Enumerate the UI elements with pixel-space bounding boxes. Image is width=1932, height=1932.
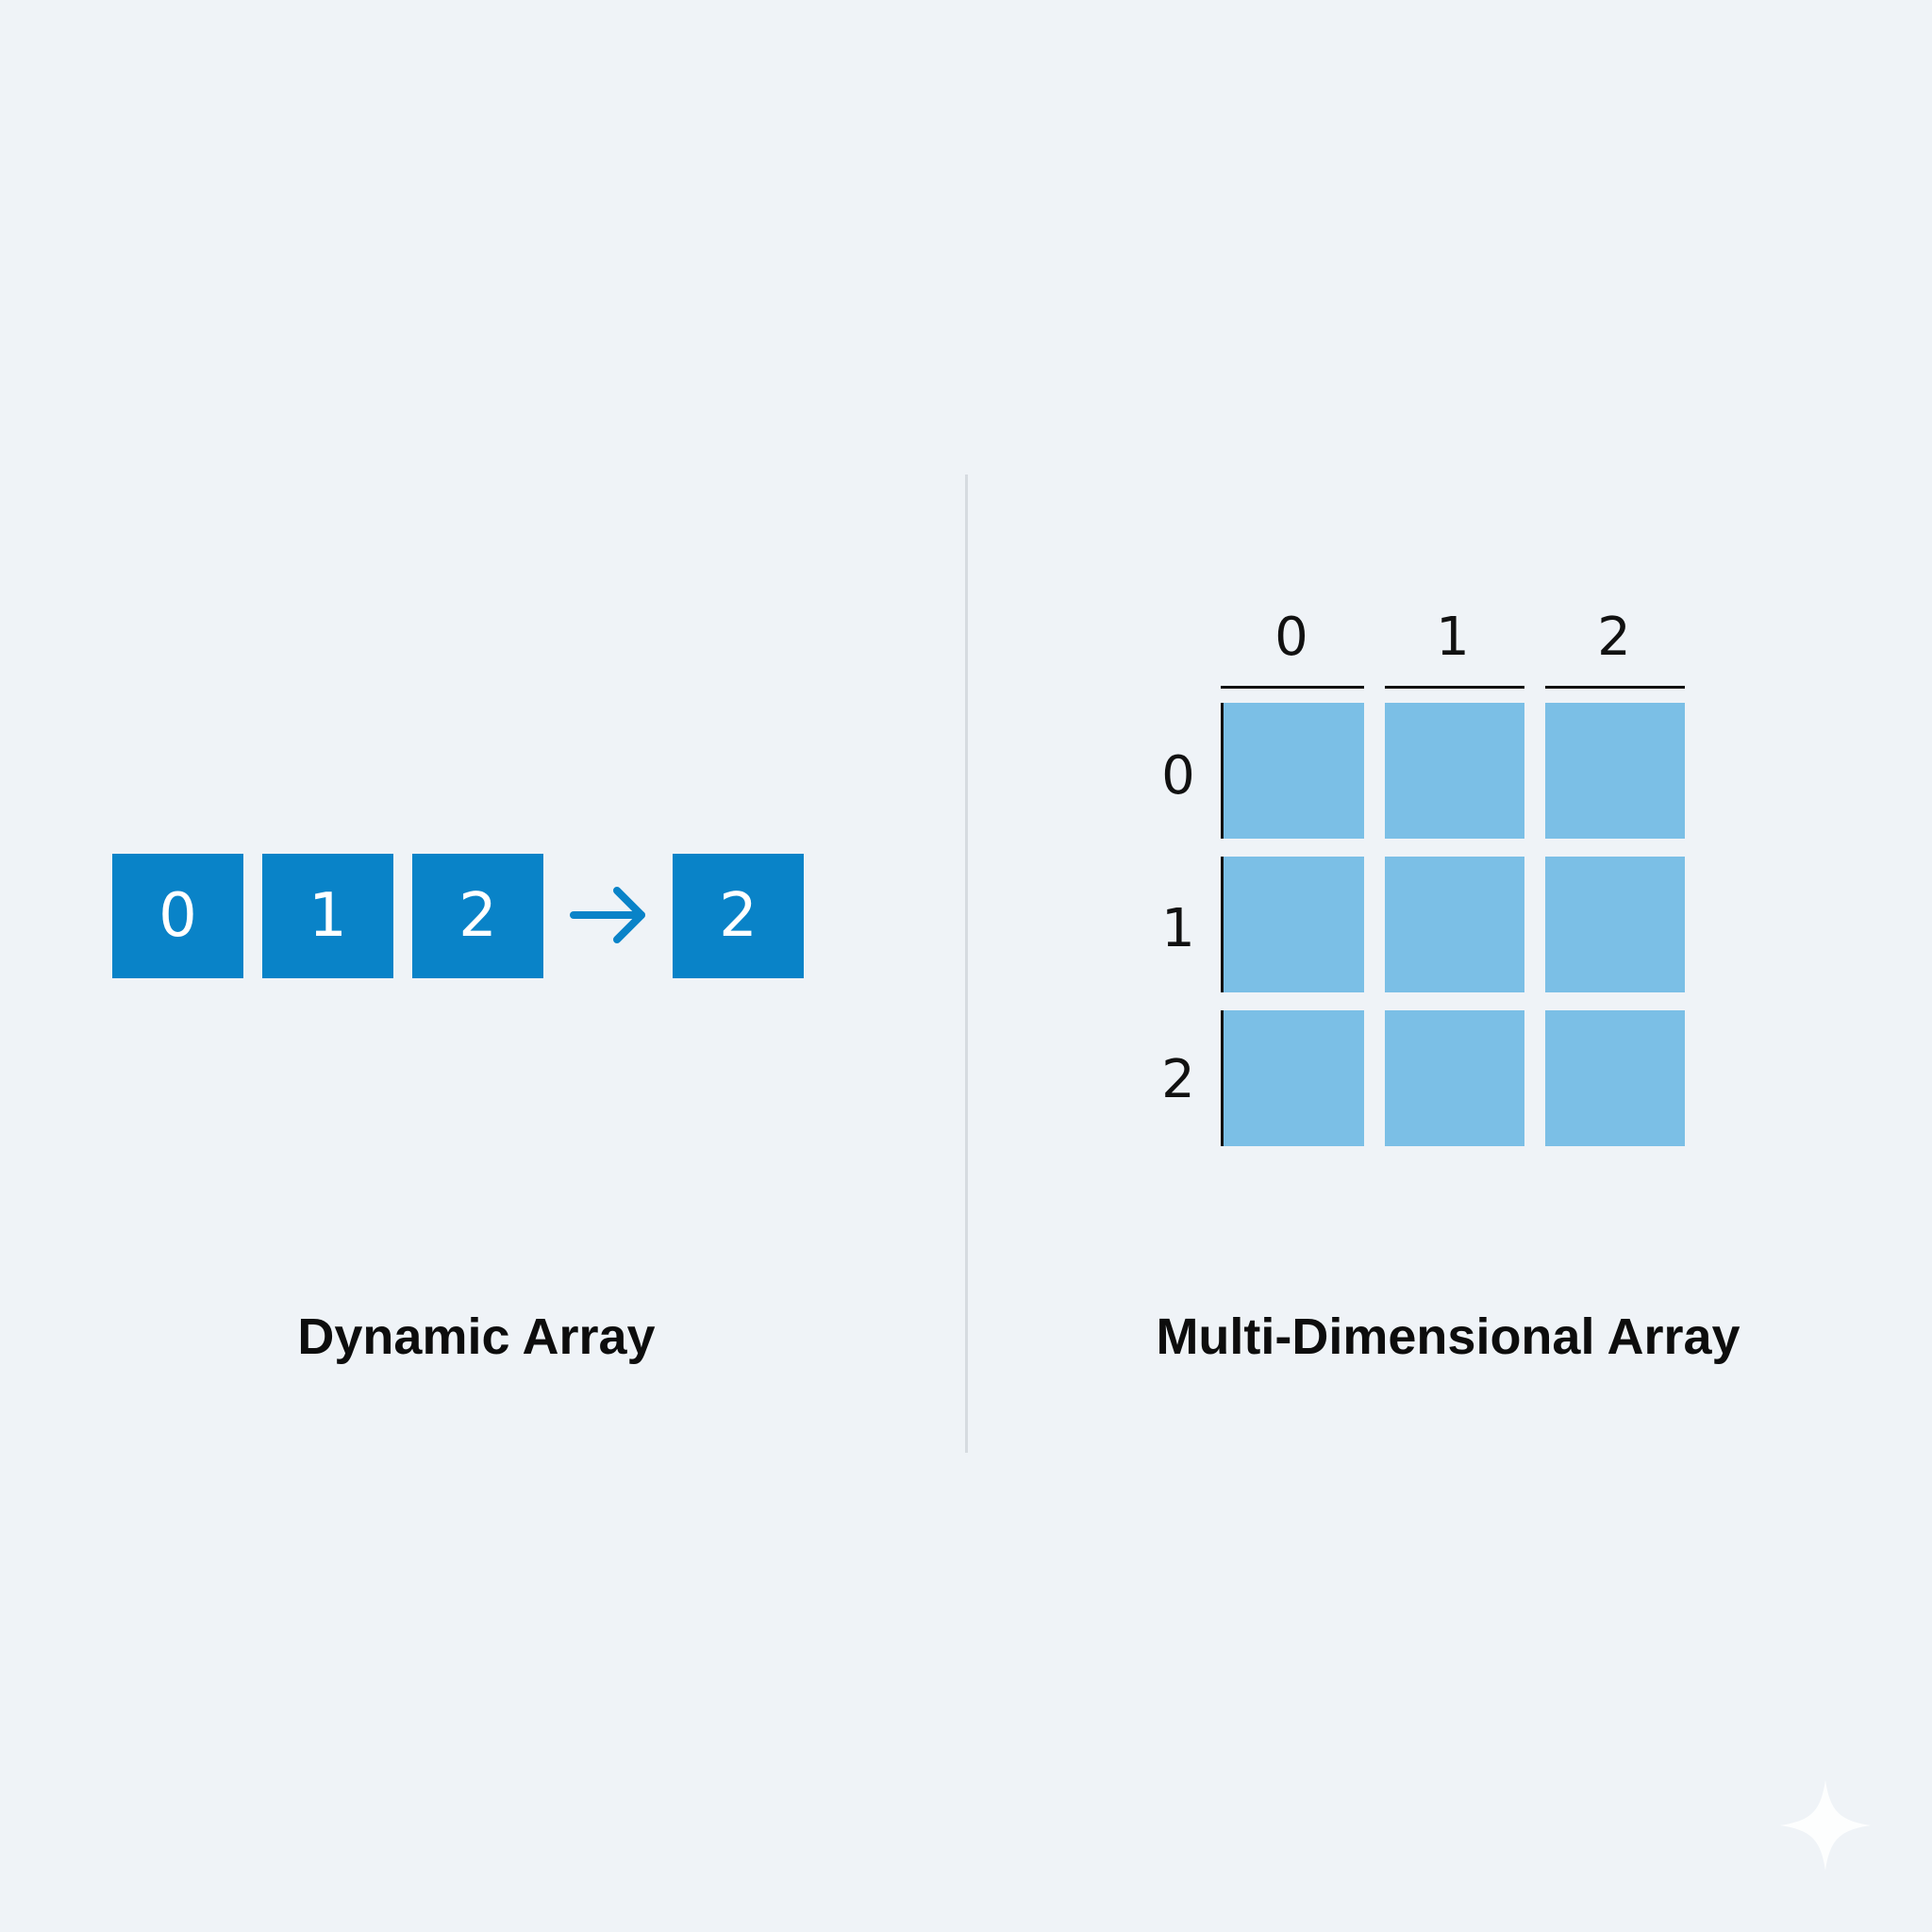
array-cell-2: 2 [412, 854, 543, 978]
array-cell-1: 1 [262, 854, 393, 978]
grid-cell-0-2 [1545, 703, 1685, 839]
row-rule [1221, 1010, 1224, 1146]
array-cell-0: 0 [112, 854, 243, 978]
arrow-right-icon [570, 887, 645, 943]
grid-cell-1-2 [1545, 857, 1685, 992]
grid-cell-1-0 [1224, 857, 1364, 992]
multi-dimensional-array-caption: Multi-Dimensional Array [1156, 1308, 1740, 1365]
row-index-2: 2 [1161, 1049, 1195, 1110]
column-rule [1545, 686, 1685, 689]
column-index-2: 2 [1597, 607, 1631, 668]
grid-cell-2-1 [1385, 1010, 1524, 1146]
row-rule [1221, 857, 1224, 992]
grid-cell-0-1 [1385, 703, 1524, 839]
row-rule [1221, 703, 1224, 839]
dynamic-array-caption: Dynamic Array [297, 1308, 656, 1365]
grid-cell-2-2 [1545, 1010, 1685, 1146]
column-rule [1221, 686, 1364, 689]
grid-cell-2-0 [1224, 1010, 1364, 1146]
grid-cell-1-1 [1385, 857, 1524, 992]
column-index-1: 1 [1436, 607, 1470, 668]
sparkle-icon [1780, 1780, 1871, 1871]
grid-cell-0-0 [1224, 703, 1364, 839]
row-index-1: 1 [1161, 898, 1195, 959]
column-rule [1385, 686, 1524, 689]
array-cell-new: 2 [673, 854, 804, 978]
panel-divider [965, 475, 968, 1453]
row-index-0: 0 [1161, 745, 1195, 807]
column-index-0: 0 [1274, 607, 1308, 668]
